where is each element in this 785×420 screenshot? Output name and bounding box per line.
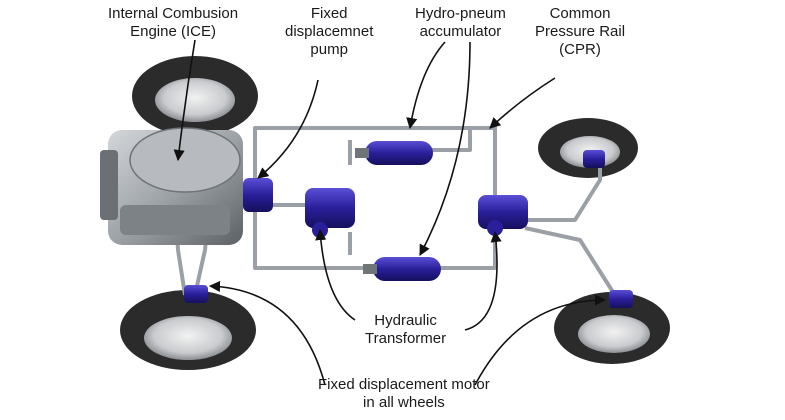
pump-label: Fixed displacemnet pump [285,5,373,59]
tire-icon [120,290,256,370]
ice-label-line2: Engine (ICE) [130,23,216,40]
tire-icon [538,118,638,178]
pump-icon [243,178,273,212]
pump-label-line2: displacemnet [285,23,374,40]
ice-label: Internal Combusion Engine (ICE) [108,5,238,41]
tire-icon [132,56,258,136]
cpr-label: Common Pressure Rail (CPR) [535,5,625,59]
accumulator-icon [355,141,433,165]
pump-label-line3: pump [310,41,348,58]
tire-icon [554,292,670,364]
transformer-label-line1: Hydraulic [374,312,437,329]
motor-label: Fixed displacement motor in all wheels [318,376,490,412]
pump-label-line1: Fixed [310,5,348,22]
motor-icon [583,150,605,168]
transformer-label: Hydraulic Transformer [365,312,446,348]
transformer-label-line2: Transformer [365,330,447,347]
cpr-label-line1: Common [549,5,611,22]
transformer-icon [478,195,528,236]
motor-label-line1: Fixed displacement motor [318,376,490,393]
motor-label-line2: in all wheels [363,394,445,411]
cpr-label-line2: Pressure Rail [535,23,626,40]
transformer-icon [305,188,355,238]
accumulator-label-line1: Hydro-pneum [415,5,506,22]
callout-arrows [173,39,607,386]
cpr-label-line3: (CPR) [559,41,601,58]
ice-label-line1: Internal Combusion [108,5,239,22]
accumulator-label-line2: accumulator [419,23,502,40]
motor-icon [609,290,633,308]
engine-icon [100,127,243,245]
accumulator-label: Hydro-pneum accumulator [415,5,506,41]
accumulator-icon [363,257,441,281]
motor-icon [184,285,208,303]
